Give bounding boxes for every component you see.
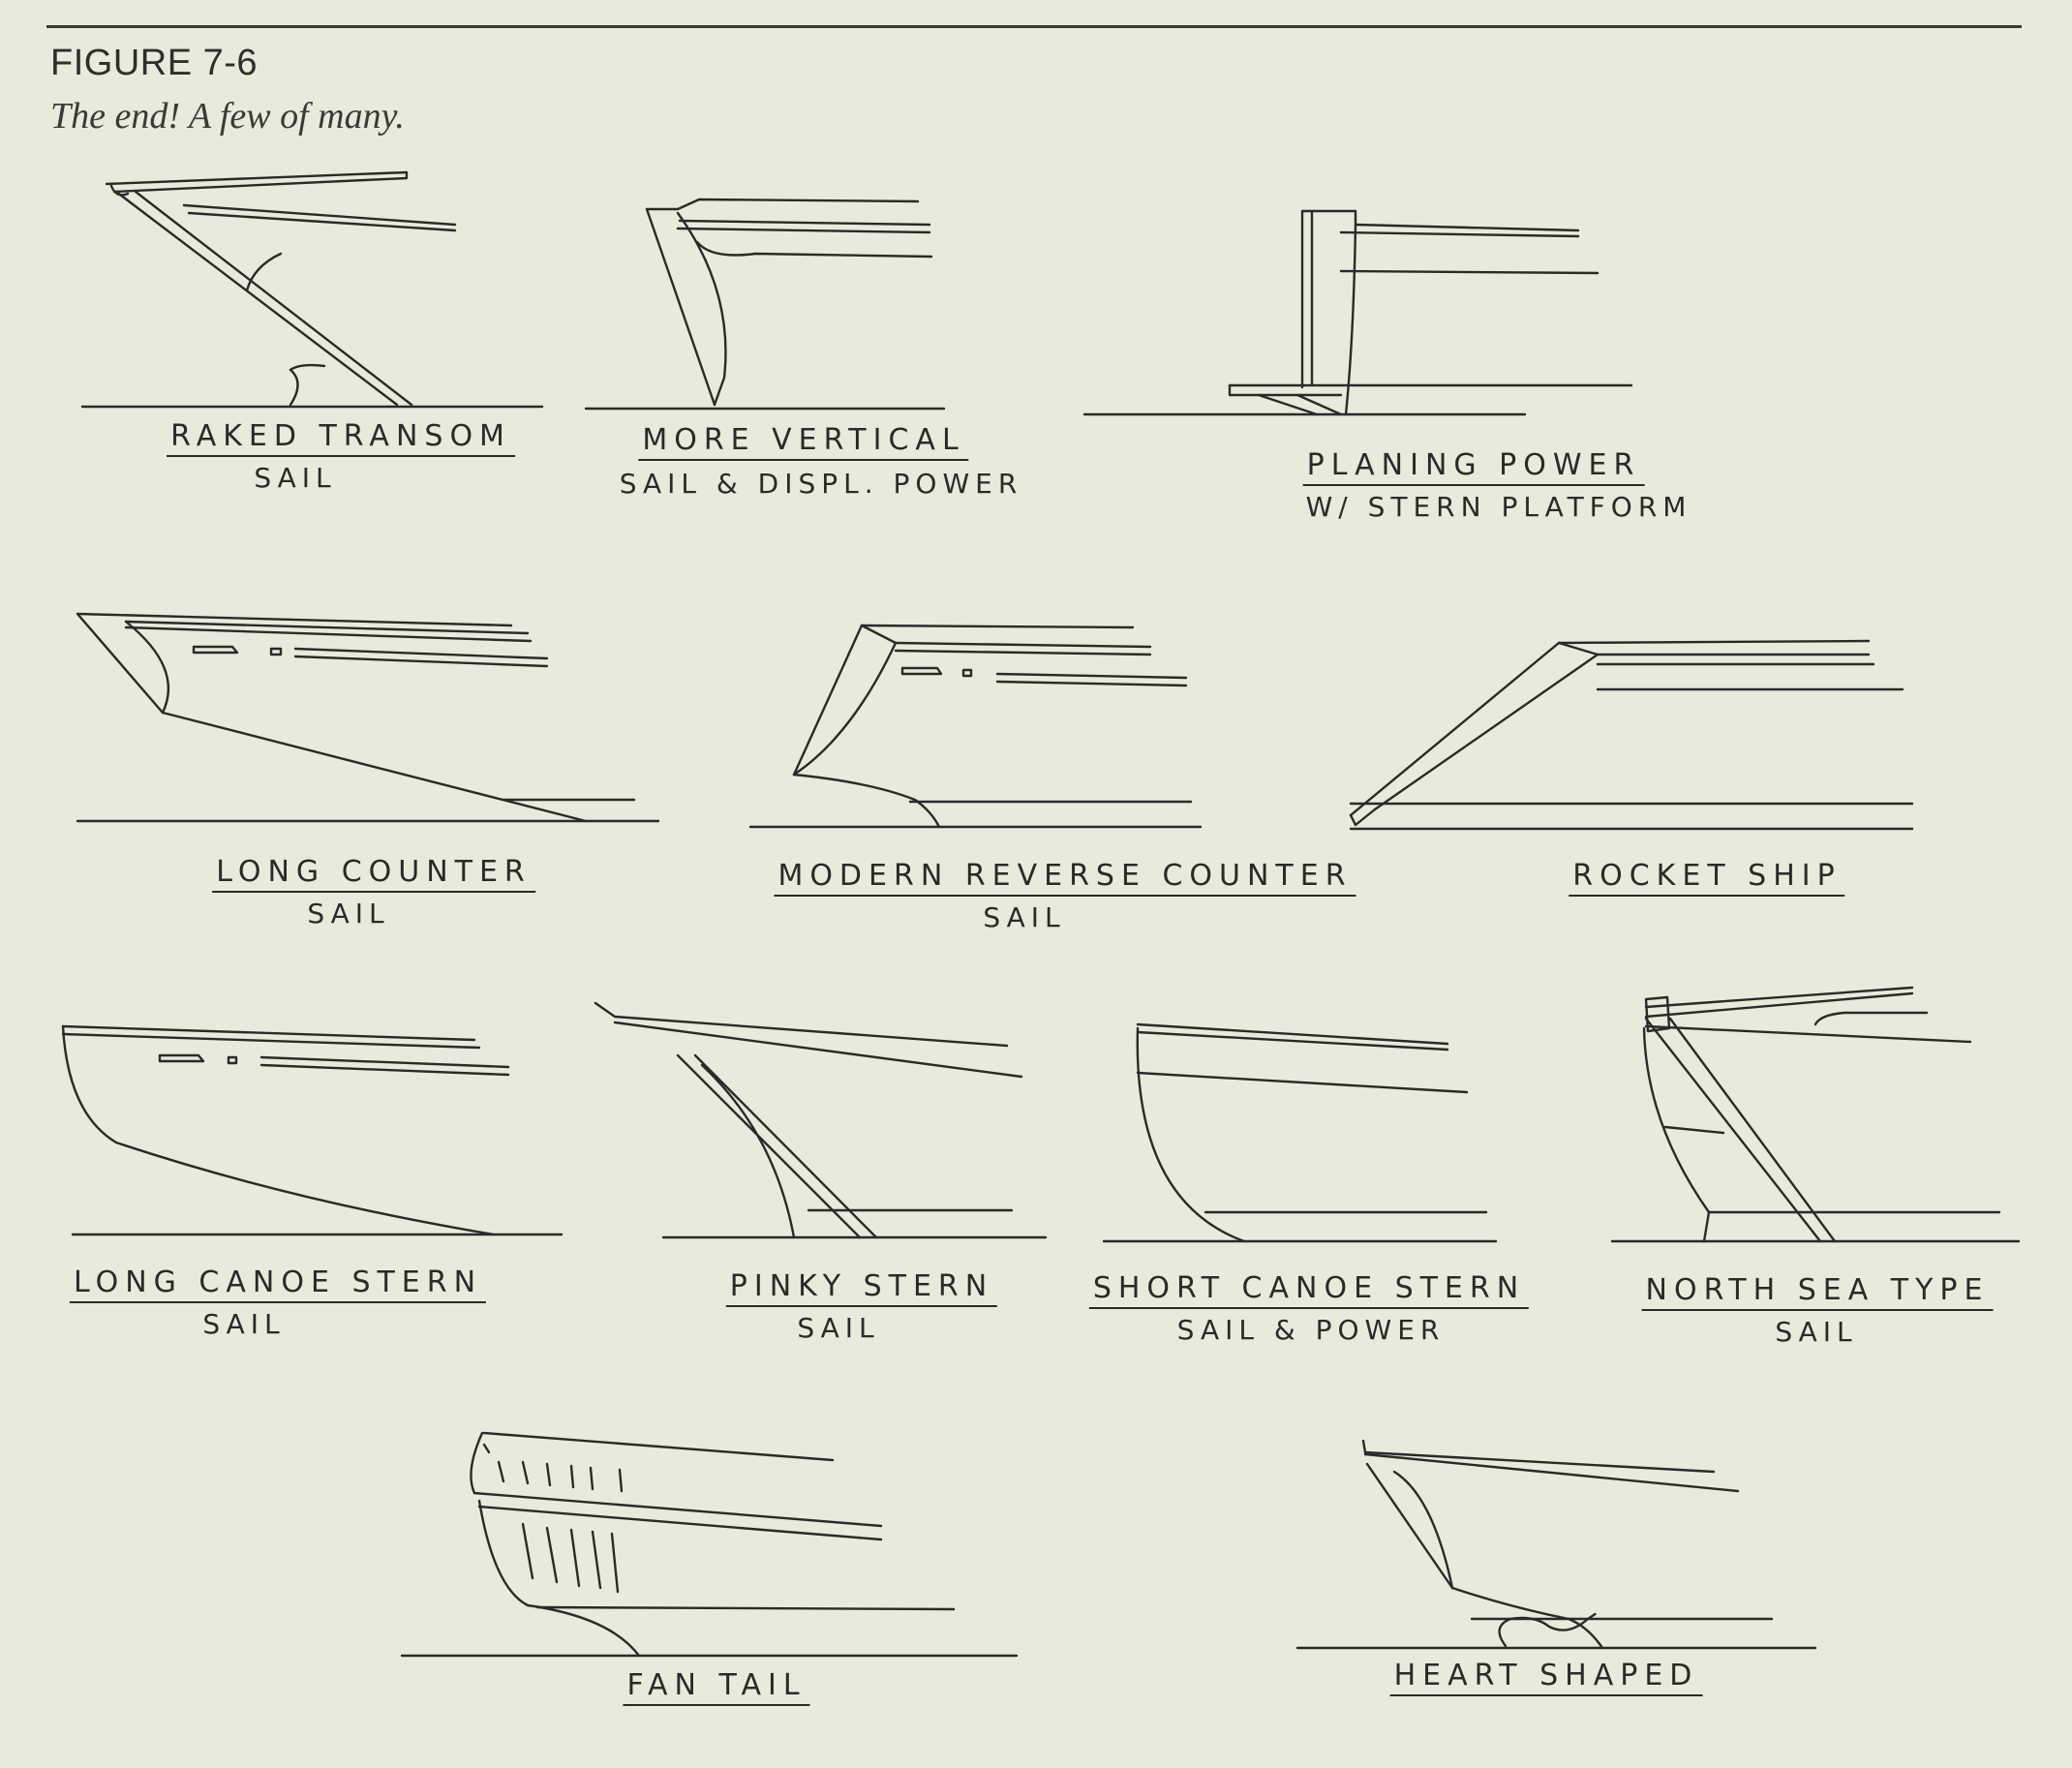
- sketch-more-vertical: [584, 198, 946, 411]
- label-heart-shaped: HEART SHAPED: [1389, 1661, 1703, 1696]
- label-long-counter: LONG COUNTER: [212, 858, 535, 893]
- label-more-vertical: MORE VERTICAL: [638, 426, 969, 461]
- sublabel-planing-power: W/ STERN PLATFORM: [1305, 491, 1692, 523]
- figure-caption: The end! A few of many.: [50, 96, 405, 137]
- sketch-long-canoe-stern: [61, 1024, 564, 1236]
- label-fan-tail: FAN TAIL: [623, 1671, 810, 1706]
- label-rocket-ship: ROCKET SHIP: [1569, 862, 1845, 897]
- sketch-long-counter: [76, 612, 660, 823]
- sketch-modern-reverse-counter: [748, 624, 1203, 829]
- sketch-planing-power: [1082, 209, 1633, 416]
- sketch-rocket-ship: [1349, 639, 1914, 831]
- label-short-canoe-stern: SHORT CANOE STERN: [1088, 1274, 1530, 1309]
- sublabel-north-sea-type: SAIL: [1775, 1316, 1858, 1348]
- top-rule: [46, 25, 2022, 28]
- sublabel-more-vertical: SAIL & DISPL. POWER: [619, 468, 1023, 500]
- sketch-heart-shaped: [1295, 1439, 1817, 1650]
- sublabel-raked-transom: SAIL: [254, 462, 337, 494]
- label-modern-reverse-counter: MODERN REVERSE COUNTER: [774, 862, 1356, 897]
- sublabel-modern-reverse-counter: SAIL: [983, 901, 1066, 933]
- label-pinky-stern: PINKY STERN: [725, 1272, 998, 1307]
- label-north-sea-type: NORTH SEA TYPE: [1641, 1276, 1994, 1311]
- sketch-short-canoe-stern: [1102, 1022, 1498, 1243]
- figure-number: FIGURE 7-6: [50, 43, 259, 83]
- label-raked-transom: RAKED TRANSOM: [167, 422, 515, 457]
- sublabel-long-counter: SAIL: [307, 898, 390, 930]
- sublabel-long-canoe-stern: SAIL: [202, 1308, 286, 1340]
- sublabel-pinky-stern: SAIL: [797, 1312, 880, 1344]
- label-planing-power: PLANING POWER: [1302, 451, 1645, 486]
- label-long-canoe-stern: LONG CANOE STERN: [69, 1268, 487, 1303]
- sketch-pinky-stern: [594, 1001, 1048, 1239]
- sketch-north-sea-type: [1610, 986, 2021, 1243]
- sketch-fan-tail: [400, 1431, 1019, 1658]
- sketch-raked-transom: [80, 170, 544, 409]
- sublabel-short-canoe-stern: SAIL & POWER: [1176, 1314, 1446, 1346]
